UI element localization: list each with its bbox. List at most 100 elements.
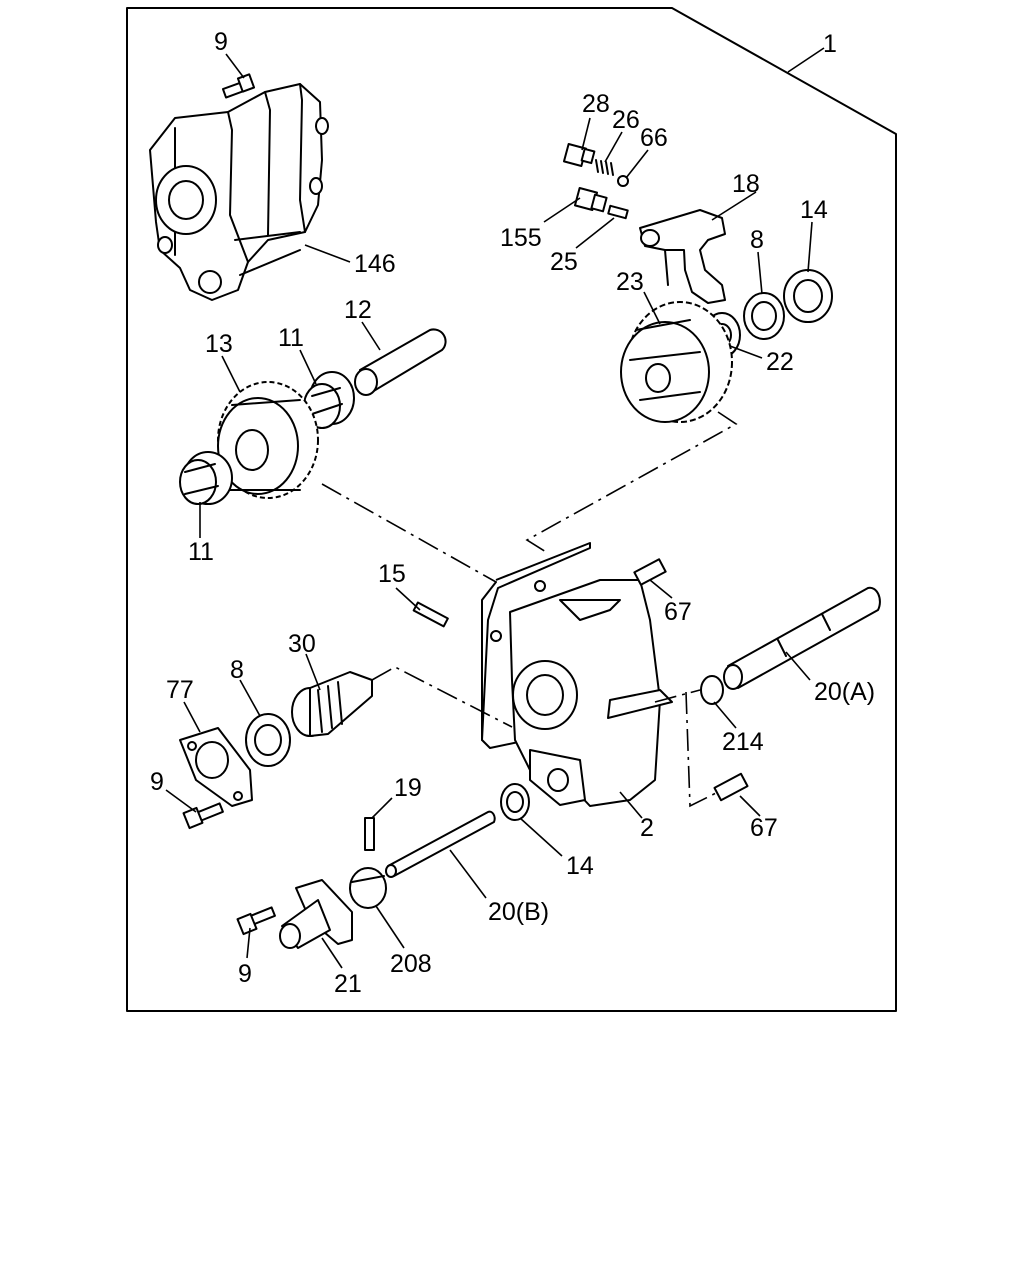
- leader-14-top: [807, 221, 813, 273]
- leader-28: [581, 117, 591, 151]
- callout-214: 214: [722, 728, 764, 756]
- leader-23: [643, 291, 661, 325]
- callout-8-top: 8: [750, 226, 764, 254]
- callout-1: 1: [823, 30, 837, 58]
- part-8-bearing-bottom: [245, 713, 291, 767]
- part-14-oil-seal-top: [783, 269, 833, 323]
- leader-30: [305, 653, 321, 691]
- part-18-shift-fork: [639, 209, 726, 304]
- part-20a-shaft: [723, 586, 881, 690]
- leader-20b: [449, 849, 487, 899]
- callout-18: 18: [732, 170, 760, 198]
- leader-155: [543, 197, 581, 223]
- callout-22: 22: [766, 348, 794, 376]
- part-66-ball: [617, 175, 629, 187]
- leader-26: [604, 131, 623, 163]
- callout-15: 15: [378, 560, 406, 588]
- callout-67-bottom: 67: [750, 814, 778, 842]
- callout-155: 155: [500, 224, 542, 252]
- part-9-bolt-top: [221, 73, 256, 99]
- callout-66: 66: [640, 124, 668, 152]
- leader-25: [575, 217, 615, 249]
- leader-9-mid: [165, 789, 197, 813]
- callout-11-bottom: 11: [188, 538, 214, 566]
- leader-8-top: [757, 251, 763, 295]
- callout-67-top: 67: [664, 598, 692, 626]
- part-23-gear: [620, 301, 733, 423]
- leader-18: [711, 191, 757, 221]
- leader-146: [304, 244, 351, 263]
- part-9-bolt-mid: [182, 802, 224, 830]
- part-15-pin: [412, 601, 449, 628]
- callout-19: 19: [394, 774, 422, 802]
- part-8-bearing-top: [743, 292, 785, 340]
- part-30-gear-shaft: [291, 671, 373, 737]
- callout-146: 146: [354, 250, 396, 278]
- callout-208: 208: [390, 950, 432, 978]
- callout-11-top: 11: [278, 324, 304, 352]
- callout-28: 28: [582, 90, 610, 118]
- leader-20a: [785, 651, 811, 681]
- callout-30: 30: [288, 630, 316, 658]
- part-2-transfer-case: [481, 542, 673, 807]
- part-25-pin: [607, 204, 629, 220]
- part-214-snap-ring: [700, 675, 724, 705]
- leader-214: [713, 701, 737, 729]
- callout-77: 77: [166, 676, 194, 704]
- part-12-shaft: [354, 328, 447, 396]
- callout-26: 26: [612, 106, 640, 134]
- part-14-oil-seal-bottom: [500, 783, 530, 821]
- leader-11-top: [299, 349, 317, 385]
- leader-77: [183, 701, 201, 733]
- callout-13: 13: [205, 330, 233, 358]
- leader-14-bottom: [519, 817, 563, 857]
- leader-8-bottom: [239, 679, 261, 717]
- callout-20b: 20(B): [488, 898, 549, 926]
- leader-67-top: [649, 579, 673, 599]
- part-77-cover: [179, 727, 253, 807]
- part-9-bolt-bottom: [236, 906, 276, 936]
- callout-20a: 20(A): [814, 678, 875, 706]
- assembly-line-shaft20a-case: [654, 689, 701, 703]
- assembly-line-gear23-case: [525, 411, 738, 553]
- part-13-gear: [217, 381, 319, 499]
- callout-25: 25: [550, 248, 578, 276]
- part-67-dowel-bottom: [713, 772, 749, 802]
- part-20b-shaft: [385, 810, 496, 878]
- callout-9-top: 9: [214, 28, 228, 56]
- callout-23: 23: [616, 268, 644, 296]
- assembly-line-shaft30-case: [371, 666, 513, 728]
- leader-15: [395, 587, 421, 611]
- callout-9-bottom: 9: [238, 960, 252, 988]
- callout-14-bottom: 14: [566, 852, 594, 880]
- part-21-cover: [279, 879, 353, 949]
- leader-21: [321, 937, 343, 969]
- assembly-frame: [126, 7, 897, 1012]
- callout-8-bottom: 8: [230, 656, 244, 684]
- leader-9-top: [225, 53, 245, 79]
- part-155-plug: [573, 186, 608, 213]
- leader-208: [375, 905, 405, 949]
- leader-67-bottom: [739, 795, 761, 817]
- assembly-line-dowel67-case: [685, 691, 719, 808]
- part-208-shift-block: [349, 867, 387, 909]
- leader-9-bottom: [246, 927, 251, 959]
- leader-66: [625, 149, 649, 179]
- callout-14-top: 14: [800, 196, 828, 224]
- part-26-spring: [595, 159, 614, 176]
- part-11-needle-bearing-bottom: [179, 451, 233, 505]
- callout-12: 12: [344, 296, 372, 324]
- part-19-pin: [364, 817, 375, 851]
- part-28-plug: [562, 142, 596, 168]
- callout-21: 21: [334, 970, 362, 998]
- callout-2: 2: [640, 814, 654, 842]
- part-146-pump-housing: [149, 83, 329, 301]
- assembly-line-gear13-case: [321, 483, 497, 583]
- leader-13: [221, 355, 241, 393]
- leader-19: [371, 797, 393, 819]
- part-67-dowel-top: [633, 558, 667, 586]
- callout-9-mid: 9: [150, 768, 164, 796]
- leader-2: [619, 791, 643, 819]
- leader-22: [729, 345, 763, 359]
